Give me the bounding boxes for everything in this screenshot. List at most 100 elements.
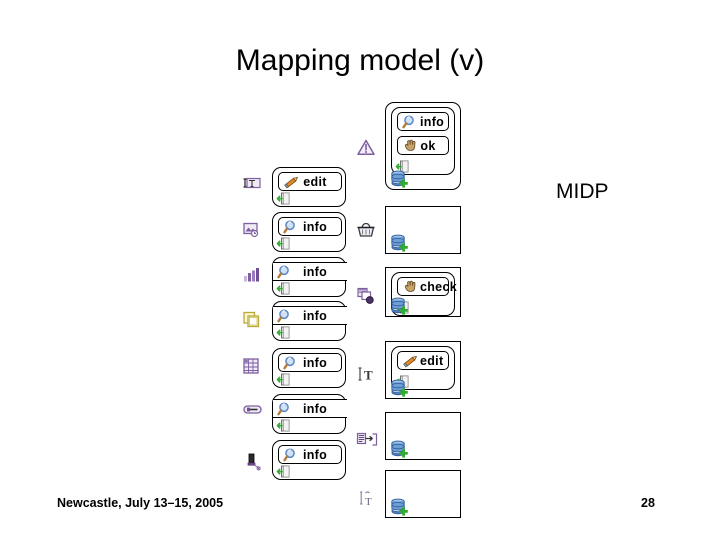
info-button[interactable]: info: [273, 262, 347, 281]
database-add-icon-wrap: [390, 170, 409, 188]
warning-triangle-icon: [357, 139, 375, 156]
magnifier-icon: [283, 219, 301, 235]
midp-screen-screen-empty-1[interactable]: [385, 206, 461, 254]
enter-green-icon: [276, 465, 291, 478]
enter-green-icon: [276, 419, 291, 432]
button-label: info: [302, 308, 328, 323]
model-icon-table-grid: [243, 358, 259, 374]
midp-form-info-box-3[interactable]: info: [272, 301, 347, 341]
enter-green-icon: [276, 282, 291, 295]
marker-text-cursor: T: [357, 366, 375, 383]
footer-conference: Newcastle, July 13–15, 2005: [57, 496, 224, 510]
pencil-icon: [283, 174, 301, 190]
magnifier-icon: [277, 264, 295, 280]
midp-screen-screen-empty-2[interactable]: [385, 412, 461, 460]
midp-screen-screen-check[interactable]: check: [385, 267, 461, 317]
enter-green-icon: [276, 237, 291, 250]
image-icon: [243, 222, 261, 238]
screen-form-panel: info ok: [391, 107, 455, 175]
database-add-icon-wrap: [390, 234, 409, 252]
database-add-icon: [390, 234, 409, 252]
button-label: info: [302, 264, 328, 279]
pedestal-icon: [243, 452, 261, 471]
midp-screen-screen-info-ok[interactable]: info ok: [385, 102, 461, 190]
page-title: Mapping model (v): [235, 44, 485, 77]
model-icon-bar-chart: [243, 267, 261, 282]
svg-text:T: T: [364, 368, 373, 383]
svg-text:T: T: [365, 496, 372, 508]
database-add-icon-wrap: [390, 498, 409, 516]
midp-form-info-box-4[interactable]: info: [272, 348, 346, 388]
enter-green-icon-wrap: [276, 419, 291, 432]
pencil-icon: [402, 353, 420, 369]
enter-green-icon-wrap: [276, 192, 291, 205]
midp-form-edit-box[interactable]: edit: [272, 167, 346, 207]
enter-green-icon: [276, 192, 291, 205]
button-label: check: [420, 279, 457, 294]
magnifier-icon: [277, 308, 295, 324]
midp-form-info-box-5[interactable]: info: [272, 394, 347, 434]
text-cursor-icon: T: [357, 366, 375, 383]
database-add-icon: [390, 379, 409, 397]
screen-form-panel: edit: [391, 346, 455, 390]
slider-icon: [243, 404, 262, 415]
button-label: edit: [420, 353, 444, 368]
midp-form-info-box-1[interactable]: info: [272, 212, 346, 252]
table-grid-icon: [243, 358, 259, 374]
model-icon-slider: [243, 404, 262, 415]
enter-green-icon: [395, 160, 410, 173]
database-add-icon-wrap: [390, 379, 409, 397]
enter-green-icon-wrap: [276, 465, 291, 478]
button-label: info: [302, 401, 328, 416]
basket-icon: [357, 222, 375, 238]
midp-screen-screen-empty-3[interactable]: [385, 470, 461, 518]
edit-button[interactable]: edit: [397, 351, 449, 370]
midp-side-label: MIDP: [556, 180, 609, 203]
check-button[interactable]: check: [397, 277, 457, 296]
midp-form-info-box-2[interactable]: info: [272, 257, 347, 297]
database-add-icon: [390, 297, 409, 315]
magnifier-icon: [283, 447, 301, 463]
copy-window-icon: [243, 311, 261, 328]
info-button[interactable]: info: [273, 306, 347, 325]
enter-green-icon-wrap: [276, 237, 291, 250]
list-transfer-icon: [356, 432, 378, 448]
database-add-icon: [390, 498, 409, 516]
database-add-icon: [390, 170, 409, 188]
hand-icon: [402, 138, 420, 154]
ok-button[interactable]: ok: [397, 136, 449, 155]
info-button[interactable]: info: [273, 399, 347, 418]
magnifier-icon: [283, 355, 301, 371]
enter-green-icon: [276, 373, 291, 386]
bar-chart-icon: [243, 267, 261, 282]
midp-form-info-box-6[interactable]: info: [272, 440, 346, 480]
model-icon-copy-window: [243, 311, 261, 328]
model-icon-pedestal: [243, 452, 261, 471]
info-button[interactable]: info: [278, 445, 342, 464]
button-label: ok: [420, 138, 436, 153]
enter-green-icon-wrap: [395, 160, 410, 173]
button-label: edit: [303, 174, 327, 189]
button-label: info: [302, 355, 328, 370]
database-add-icon: [390, 440, 409, 458]
shapes-icon: [357, 287, 375, 304]
info-button[interactable]: info: [278, 353, 342, 372]
edit-button[interactable]: edit: [278, 172, 342, 191]
pointer-icon: T: [357, 490, 375, 508]
info-button[interactable]: info: [278, 217, 342, 236]
button-label: info: [302, 447, 328, 462]
model-icon-image: [243, 222, 261, 238]
button-label: info: [420, 114, 445, 129]
button-label: info: [302, 219, 328, 234]
marker-list-transfer: [356, 432, 378, 448]
enter-green-icon: [276, 326, 291, 339]
enter-green-icon-wrap: [276, 282, 291, 295]
marker-pointer: T: [357, 490, 375, 508]
text-field-icon: [243, 176, 261, 190]
midp-screen-screen-edit[interactable]: edit: [385, 341, 461, 399]
footer-page-number: 28: [641, 496, 655, 510]
info-button[interactable]: info: [397, 112, 449, 131]
model-icon-text-field: [243, 176, 261, 190]
magnifier-icon: [402, 114, 420, 130]
